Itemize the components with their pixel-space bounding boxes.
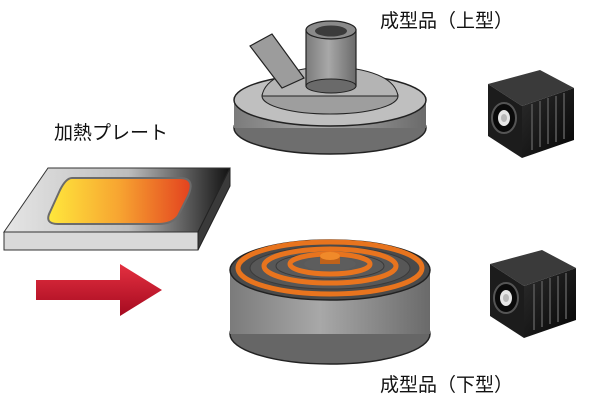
- thermal-camera-icon: [490, 250, 576, 338]
- upper-molded-part: [233, 20, 427, 155]
- heating-plate: [3, 167, 231, 251]
- thermal-camera-icon: [488, 70, 574, 158]
- heated-area: [47, 177, 192, 225]
- lower-molded-part: [229, 239, 431, 365]
- direction-arrow: [36, 264, 162, 316]
- lower-part-label: 成型品（下型）: [380, 374, 514, 396]
- heating-plate-label: 加熱プレート: [54, 122, 169, 144]
- upper-part-label: 成型品（上型）: [380, 10, 514, 32]
